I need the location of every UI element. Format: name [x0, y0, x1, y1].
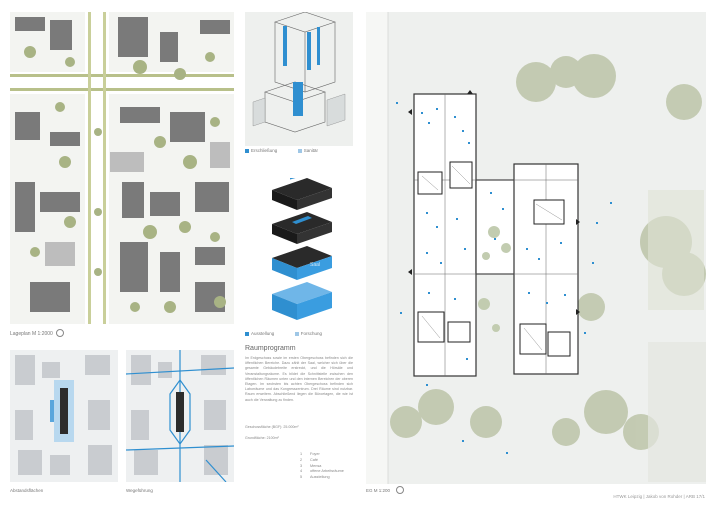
- site-plan: [10, 12, 234, 324]
- legend-swatch-research: [294, 331, 299, 336]
- legend-label-circulation: Erschließung: [251, 148, 278, 153]
- distance-map-caption: Abstandsflächen: [10, 488, 44, 493]
- distance-map-drawing: [15, 355, 112, 475]
- legend-label-exhibition: Ausstellung: [251, 331, 275, 336]
- program-heading: Raumprogramm: [245, 345, 296, 352]
- volume-diagram: Saal: [262, 172, 342, 328]
- program-paragraph: Im Erdgeschoss sowie im ersten Obergesch…: [245, 356, 353, 402]
- volume-legend: Ausstellung Forschung: [245, 331, 322, 336]
- ground-floor-plan: [366, 12, 706, 484]
- program-base-area: Grundfläche: 2100m²: [245, 436, 279, 440]
- legend-label-research: Forschung: [300, 331, 323, 336]
- volume-stack: Saal: [272, 172, 332, 320]
- site-plan-caption: Lageplan M 1:2000: [10, 331, 53, 337]
- program-floor-area: Geschossfläche (BGF): 25.000m²: [245, 425, 299, 429]
- ground-floor-drawing: [366, 12, 706, 484]
- site-plan-drawing: [10, 12, 234, 324]
- north-arrow-icon: [396, 486, 404, 494]
- ground-floor-caption: EG M 1:200: [366, 488, 391, 493]
- distance-map: [10, 350, 118, 482]
- hall-label: Saal: [310, 262, 320, 268]
- path-map: [126, 350, 234, 482]
- legend-swatch-exhibition: [245, 331, 249, 336]
- path-map-drawing: [126, 350, 234, 482]
- footer-credit: HTWK Leipzig | Jakob von Rohder | ARB 17…: [613, 494, 705, 499]
- legend-label-sanitary: Sanitär: [303, 148, 319, 153]
- north-arrow-icon: [56, 329, 64, 337]
- legend-swatch-sanitary: [297, 148, 302, 153]
- circulation-axonometry: [252, 12, 346, 133]
- legend-swatch-circulation: [245, 148, 249, 153]
- circulation-legend: Erschließung Sanitär: [245, 148, 318, 153]
- circulation-diagram: [245, 12, 353, 146]
- path-map-caption: Wegeführung: [126, 488, 153, 493]
